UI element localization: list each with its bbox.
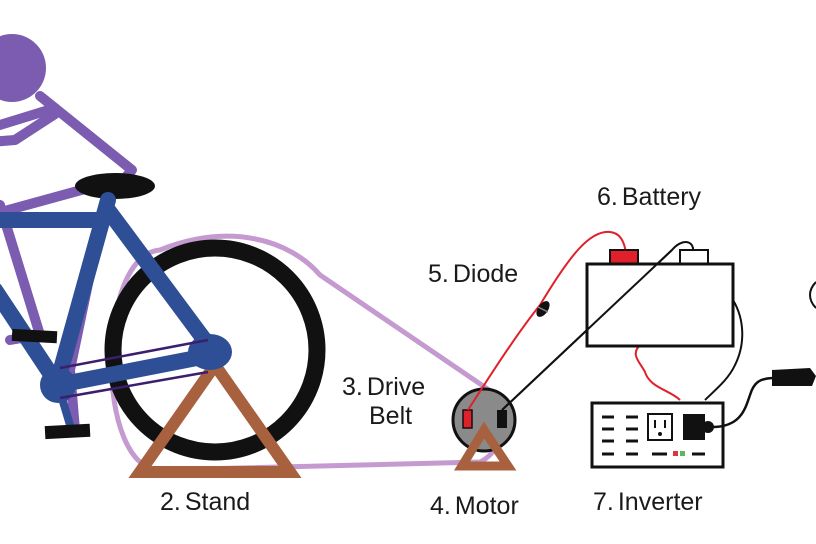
pedal-upper xyxy=(11,328,58,344)
label-number: 6. xyxy=(597,183,618,211)
crank-hub xyxy=(40,367,76,403)
motor-negative-terminal xyxy=(497,410,507,428)
motor xyxy=(451,387,517,471)
diode xyxy=(536,301,550,317)
inverter-vents xyxy=(602,415,705,456)
rider-head xyxy=(0,34,46,102)
inverter xyxy=(590,401,725,469)
negative-wire-overlay xyxy=(501,249,673,411)
rear-hub xyxy=(188,334,232,370)
stand xyxy=(128,354,302,478)
label-text: Battery xyxy=(621,183,702,211)
label-text: Stand xyxy=(184,488,251,516)
label-text-line2: Belt xyxy=(369,401,413,430)
label-diode: 5.Diode xyxy=(428,260,518,289)
cord-offscreen xyxy=(809,281,816,309)
label-inverter: 7.Inverter xyxy=(593,488,703,517)
label-text: Inverter xyxy=(617,488,703,516)
label-number: 2. xyxy=(160,488,181,516)
pedal-lower xyxy=(44,423,91,440)
battery xyxy=(585,249,735,348)
motor-positive-terminal xyxy=(462,409,473,429)
inverter-plug xyxy=(683,414,714,440)
label-number: 3. xyxy=(342,373,363,401)
battery-negative-terminal xyxy=(679,249,709,265)
positive-wire xyxy=(467,230,681,411)
saddle xyxy=(75,173,155,199)
rear-wheel xyxy=(104,239,326,461)
label-text: Diode xyxy=(452,260,519,288)
output-plug xyxy=(772,368,816,386)
bike-frame xyxy=(0,192,220,429)
label-text: Motor xyxy=(454,492,519,520)
label-number: 4. xyxy=(430,492,451,520)
ac-outlet xyxy=(647,413,673,441)
motor-stand xyxy=(453,421,517,471)
label-motor: 4.Motor xyxy=(430,492,519,521)
led-green xyxy=(680,451,685,456)
label-number: 7. xyxy=(593,488,614,516)
output-cord xyxy=(711,281,816,429)
motor-housing xyxy=(451,387,517,453)
label-text: Drive xyxy=(366,373,426,401)
battery-body xyxy=(585,262,735,348)
label-stand: 2.Stand xyxy=(160,488,250,517)
label-number: 5. xyxy=(428,260,449,288)
chain xyxy=(59,338,209,400)
label-battery: 6.Battery xyxy=(597,183,701,212)
battery-positive-terminal xyxy=(609,249,639,265)
label-drive-belt: 3.Drive Belt xyxy=(342,373,425,431)
led-red xyxy=(673,451,678,456)
